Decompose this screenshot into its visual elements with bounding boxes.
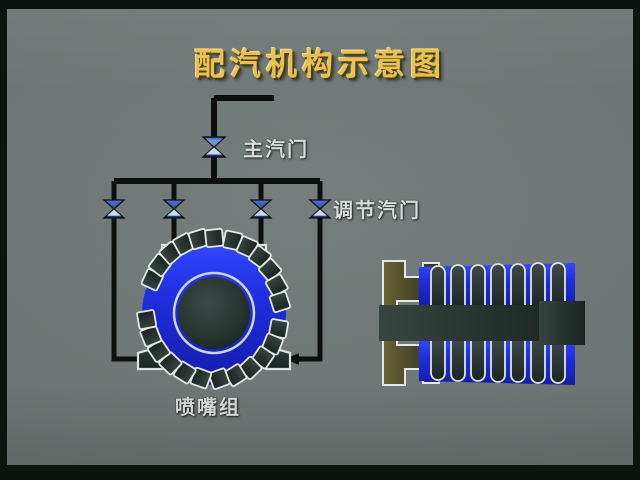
bowtie-valve-icon[interactable] xyxy=(162,199,186,219)
valve-highlight xyxy=(107,209,121,216)
blade-tooth xyxy=(470,264,486,310)
arrow-lower-right xyxy=(285,353,299,365)
blade-tooth xyxy=(550,262,566,310)
valve-symbols-layer xyxy=(102,136,332,219)
label-main-steam-valve: 主汽门 xyxy=(243,137,309,161)
valve-highlight-top xyxy=(206,139,222,147)
nozzle-ring-assembly xyxy=(136,227,292,390)
valve-regulating-2[interactable] xyxy=(162,199,186,219)
valve-highlight xyxy=(313,209,327,216)
nozzle-block xyxy=(208,367,231,390)
blade-section xyxy=(379,260,585,386)
blade-tooth xyxy=(490,263,506,310)
diagram-canvas: 配汽机构示意图 xyxy=(7,9,633,465)
annulus-inner-ring xyxy=(172,271,256,355)
blade-teeth-upper xyxy=(430,262,566,310)
valve-regulating-1[interactable] xyxy=(102,199,126,219)
bowtie-valve-icon[interactable] xyxy=(249,199,273,219)
bowtie-valve-icon[interactable] xyxy=(201,136,227,158)
nozzle-arc-lower-left xyxy=(136,309,213,390)
valve-highlight xyxy=(206,147,222,155)
valve-highlight xyxy=(167,209,181,216)
valve-regulating-4[interactable] xyxy=(308,199,332,219)
valve-regulating-3[interactable] xyxy=(249,199,273,219)
blade-tooth xyxy=(450,338,466,382)
nozzle-arc-lower-right xyxy=(208,318,290,390)
nozzle-block xyxy=(204,227,225,248)
blade-tooth xyxy=(510,263,526,310)
blade-tooth xyxy=(450,264,466,310)
pipe-network xyxy=(111,95,323,203)
label-regulating-steam-valve: 调节汽门 xyxy=(333,198,421,222)
rotor-shaft-end xyxy=(539,301,585,345)
nozzle-block xyxy=(136,309,158,331)
blade-tooth xyxy=(530,338,546,384)
schematic-svg xyxy=(111,95,585,390)
outer-routing-pipes xyxy=(111,216,323,362)
bowtie-valve-icon[interactable] xyxy=(308,199,332,219)
blade-tooth xyxy=(430,265,446,310)
rotor-hub xyxy=(178,277,250,349)
label-nozzle-group: 喷嘴组 xyxy=(175,395,241,419)
blade-tooth xyxy=(510,338,526,383)
blade-tooth xyxy=(550,338,566,384)
blade-tooth xyxy=(530,262,546,310)
nozzle-arc-upper-right xyxy=(222,229,292,314)
nozzle-arc-upper-left xyxy=(140,227,225,292)
blade-tooth xyxy=(490,338,506,383)
bowtie-valve-icon[interactable] xyxy=(102,199,126,219)
valve-main-steam[interactable] xyxy=(201,136,227,158)
valve-highlight xyxy=(254,209,268,216)
route-valve4-to-lower-right xyxy=(299,216,323,362)
page-title: 配汽机构示意图 xyxy=(194,47,446,83)
blade-teeth-lower xyxy=(430,338,566,384)
route-valve1-to-lower-left xyxy=(111,216,141,362)
blade-tooth xyxy=(430,338,446,381)
nozzle-block xyxy=(268,290,292,314)
blade-tooth xyxy=(470,338,486,382)
nozzle-block-arcs xyxy=(136,227,292,390)
